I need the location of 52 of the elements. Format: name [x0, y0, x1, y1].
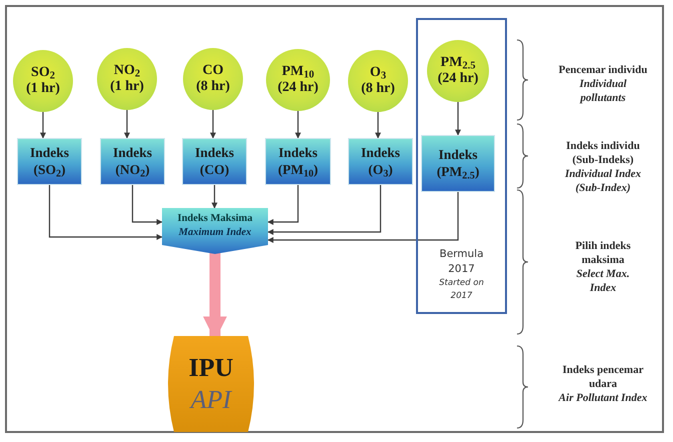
- index-box: [265, 138, 331, 185]
- index-label: Indeks (SO$_{2}$): [28, 145, 70, 178]
- pollutant-label: CO: [202, 62, 224, 79]
- pollutant-label: NO$_{2}$: [112, 62, 142, 79]
- index-label: Indeks (PM$_{10}$): [276, 145, 320, 178]
- connector-arrow: [267, 185, 382, 235]
- index-box: [421, 135, 495, 192]
- box-label: Maximum Index: [178, 226, 252, 240]
- pollutant-label: PM$_{10}$: [280, 64, 316, 80]
- index-box: [17, 138, 82, 185]
- pollutant-label: (1 hr): [25, 81, 61, 98]
- index-box: [348, 138, 413, 185]
- frame-note: Started on 2017: [438, 277, 485, 302]
- connector-arrow: [132, 185, 163, 225]
- english-caption: Air Pollutant Index: [557, 392, 648, 406]
- index-box: [182, 138, 247, 185]
- pollutant-label: (24 hr): [436, 71, 480, 88]
- malay-caption: Pencemar individu: [558, 64, 648, 78]
- frame-note: Bermula 2017: [438, 246, 485, 278]
- english-caption: Individual Index (Sub-Index): [564, 168, 642, 196]
- pollutant-label: SO$_{2}$: [30, 64, 56, 81]
- malay-caption: Indeks pencemar udara: [562, 364, 644, 392]
- connector-arrow: [455, 102, 461, 136]
- connector-arrow: [212, 185, 218, 209]
- barrel-label: IPU: [188, 352, 234, 384]
- index-label: Indeks (O$_{3}$): [360, 145, 402, 178]
- pollutant-label: (24 hr): [276, 80, 320, 96]
- box-label: Indeks Maksima: [178, 212, 252, 226]
- connector-arrow: [295, 111, 301, 139]
- malay-caption: Pilih indeks maksima: [574, 240, 632, 268]
- malay-caption: Indeks individu (Sub-Indeks): [565, 140, 641, 168]
- connector-arrow: [375, 112, 381, 139]
- pollutant-label: O$_{3}$: [368, 64, 388, 81]
- highlight-frame: [416, 18, 507, 314]
- english-caption: Select Max. Index: [575, 268, 631, 296]
- maximum-index-box: [162, 208, 268, 254]
- index-label: Indeks (PM$_{2.5}$): [436, 147, 480, 180]
- connector-arrow: [210, 110, 216, 139]
- pollutant-label: (8 hr): [360, 81, 396, 98]
- connector-arrow: [48, 185, 163, 240]
- pollutant-label: (8 hr): [195, 79, 231, 96]
- index-label: Indeks (NO$_{2}$): [112, 145, 154, 178]
- index-box: [100, 138, 165, 185]
- index-label: Indeks (CO): [194, 145, 236, 178]
- english-caption: Individual pollutants: [578, 78, 628, 106]
- pollutant-label: (1 hr): [109, 79, 145, 96]
- barrel-label: API: [190, 384, 232, 416]
- connector-arrow: [267, 192, 459, 243]
- connector-arrow: [40, 112, 46, 139]
- connector-arrow: [124, 110, 130, 139]
- pollutant-label: PM$_{2.5}$: [440, 54, 476, 71]
- connector-arrow: [267, 185, 299, 225]
